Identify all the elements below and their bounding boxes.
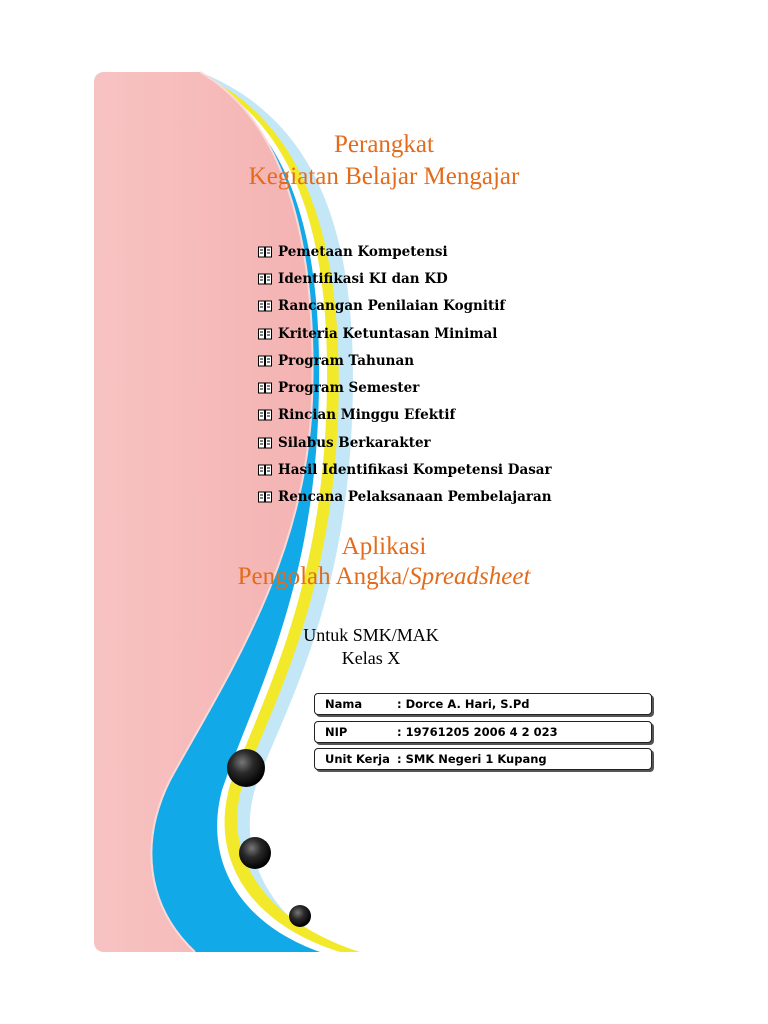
dark-button-decoration (289, 905, 311, 927)
list-item: Hasil Identifikasi Kompetensi Dasar (258, 456, 552, 483)
info-value: : 19761205 2006 4 2 023 (397, 725, 558, 739)
list-item: Rincian Minggu Efektif (258, 402, 552, 429)
book-bullet-icon (258, 491, 272, 503)
header-line-1: Perangkat (334, 131, 434, 158)
list-item-label: Identifikasi KI dan KD (278, 270, 448, 287)
list-item-label: Program Semester (278, 380, 420, 397)
list-item: Program Tahunan (258, 347, 552, 374)
list-item-label: Rencana Pelaksanaan Pembelajaran (278, 489, 552, 506)
audience-line-1: Untuk SMK/MAK (303, 625, 439, 645)
book-bullet-icon (258, 355, 272, 367)
subject-plain: Pengolah Angka/ (237, 563, 410, 590)
info-label: Nama (325, 697, 363, 711)
header-line-2: Kegiatan Belajar Mengajar (248, 163, 520, 190)
book-bullet-icon (258, 246, 272, 258)
list-item-label: Silabus Berkarakter (278, 434, 431, 451)
book-bullet-icon (258, 437, 272, 449)
pink-panel (94, 72, 313, 952)
list-item: Identifikasi KI dan KD (258, 265, 552, 292)
list-item: Program Semester (258, 374, 552, 401)
subject-line-1: Aplikasi (341, 533, 427, 560)
list-item-label: Program Tahunan (278, 352, 415, 369)
list-item-label: Hasil Identifikasi Kompetensi Dasar (278, 462, 552, 479)
list-item: Rencana Pelaksanaan Pembelajaran (258, 484, 552, 511)
info-label: NIP (325, 725, 348, 739)
book-bullet-icon (258, 382, 272, 394)
audience-line-2: Kelas X (341, 648, 401, 668)
info-box-unit: Unit Kerja : SMK Negeri 1 Kupang (314, 748, 652, 770)
list-item-label: Pemetaan Kompetensi (278, 243, 448, 260)
document-list: Pemetaan Kompetensi Identifikasi KI dan … (258, 238, 552, 511)
list-item: Pemetaan Kompetensi (258, 238, 552, 265)
info-value: : SMK Negeri 1 Kupang (397, 752, 547, 766)
info-label: Unit Kerja (325, 752, 390, 766)
book-bullet-icon (258, 273, 272, 285)
list-item-label: Rincian Minggu Efektif (278, 407, 456, 424)
info-box-nama: Nama : Dorce A. Hari, S.Pd (314, 693, 652, 715)
pink-inner-line (150, 71, 314, 953)
book-bullet-icon (258, 300, 272, 312)
subject-italic: Spreadsheet (409, 563, 531, 590)
list-item: Rancangan Penilaian Kognitif (258, 293, 552, 320)
list-item-label: Kriteria Ketuntasan Minimal (278, 325, 498, 342)
list-item-label: Rancangan Penilaian Kognitif (278, 298, 506, 315)
dark-button-decoration (227, 749, 265, 787)
info-value: : Dorce A. Hari, S.Pd (397, 697, 530, 711)
list-item: Kriteria Ketuntasan Minimal (258, 320, 552, 347)
book-bullet-icon (258, 464, 272, 476)
list-item: Silabus Berkarakter (258, 429, 552, 456)
book-bullet-icon (258, 409, 272, 421)
book-bullet-icon (258, 328, 272, 340)
info-box-nip: NIP : 19761205 2006 4 2 023 (314, 721, 652, 743)
dark-button-decoration (239, 837, 271, 869)
subject-line-2: Pengolah Angka/Spreadsheet (0, 562, 768, 592)
